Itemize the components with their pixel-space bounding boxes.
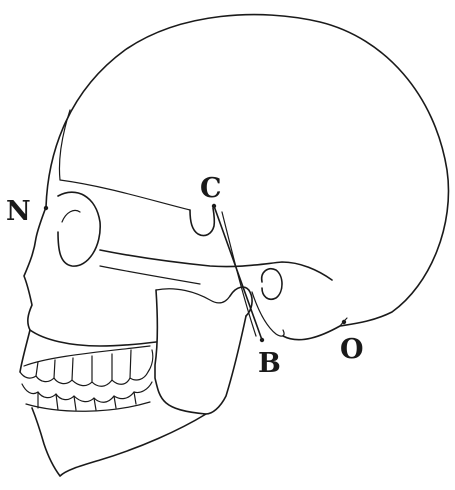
cranium-outline bbox=[46, 15, 448, 340]
tooth-dividers-upper bbox=[36, 350, 131, 382]
lower-gum bbox=[26, 402, 150, 411]
ear-canal bbox=[262, 269, 282, 300]
maxilla bbox=[30, 330, 156, 346]
point-b bbox=[260, 338, 264, 342]
point-n bbox=[44, 206, 48, 210]
mandible bbox=[155, 290, 246, 414]
zygomatic-arch bbox=[100, 250, 332, 280]
frontal-inner-line bbox=[59, 110, 70, 180]
mandible-body bbox=[32, 408, 206, 476]
landmark-label-n: N bbox=[6, 198, 31, 225]
ramus-notch bbox=[156, 289, 230, 303]
zygomatic-lower bbox=[100, 266, 200, 284]
landmark-label-b: B bbox=[258, 350, 281, 377]
upper-teeth bbox=[20, 350, 153, 386]
frontal-inner-line-2 bbox=[60, 180, 190, 210]
landmark-label-c: C bbox=[200, 175, 222, 202]
landmark-label-o: O bbox=[340, 336, 364, 363]
orbit-inner bbox=[62, 210, 80, 222]
point-c bbox=[212, 204, 216, 208]
orbit bbox=[58, 192, 100, 266]
sella-region bbox=[190, 208, 214, 236]
point-o bbox=[342, 320, 346, 324]
